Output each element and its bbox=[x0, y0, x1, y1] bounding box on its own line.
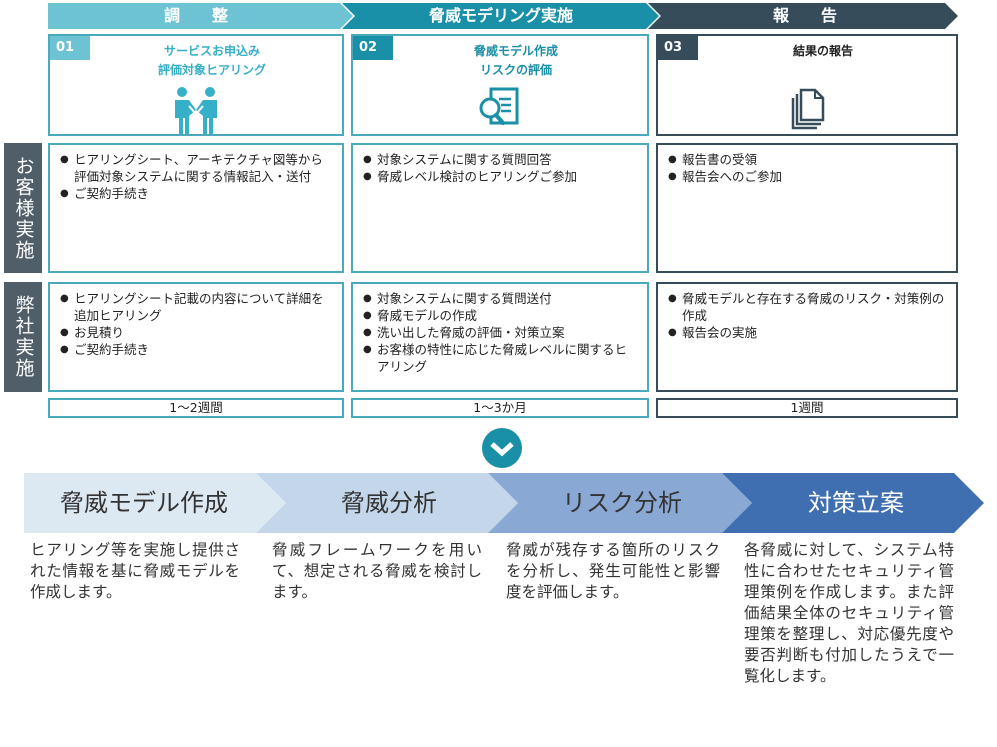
process-description-countermeasure: 各脅威に対して、システム特性に合わせたセキュリティ管理策例を作成します。また評価… bbox=[744, 541, 954, 685]
task-item: ご契約手続き bbox=[60, 185, 332, 202]
process-description-risk-analysis: 脅威が残存する箇所のリスクを分析し、発生可能性と影響度を評価します。 bbox=[506, 541, 720, 601]
customer-task-cell-01: ヒアリングシート、アーキテクチャ図等から評価対象システムに関する情報記入・送付 … bbox=[48, 143, 344, 273]
duration-02: 1～3か月 bbox=[351, 398, 649, 418]
process-chevron-risk-analysis bbox=[488, 473, 752, 533]
phase-banner-arrows bbox=[48, 3, 958, 29]
phase-arrow-adjustment bbox=[48, 3, 353, 29]
phase-arrow-threat-modeling bbox=[342, 3, 659, 29]
handshake-people-icon bbox=[168, 86, 224, 140]
task-item: 脅威モデルと存在する脅威のリスク・対策例の作成 bbox=[668, 290, 946, 324]
customer-task-cell-02: 対象システムに関する質問回答 脅威レベル検討のヒアリングご参加 bbox=[351, 143, 649, 273]
step-title-line: リスクの評価 bbox=[479, 63, 552, 77]
task-item: 対象システムに関する質問送付 bbox=[363, 290, 637, 307]
task-item: 報告書の受領 bbox=[668, 151, 946, 168]
company-task-cell-02: 対象システムに関する質問送付 脅威モデルの作成 洗い出した脅威の評価・対策立案 … bbox=[351, 282, 649, 392]
process-label-risk-analysis: リスク分析 bbox=[562, 489, 682, 517]
step-card-01: 01 サービスお申込み 評価対象ヒアリング bbox=[48, 34, 344, 136]
process-description-threat-model: ヒアリング等を実施し提供された情報を基に脅威モデルを作成します。 bbox=[30, 541, 240, 601]
process-chevron-threat-model bbox=[24, 473, 286, 533]
step-number: 03 bbox=[658, 36, 698, 60]
task-item: 報告会の実施 bbox=[668, 324, 946, 341]
step-title: 脅威モデル作成 リスクの評価 bbox=[393, 42, 639, 80]
process-label-threat-analysis: 脅威分析 bbox=[341, 489, 437, 517]
customer-task-cell-03: 報告書の受領 報告会へのご参加 bbox=[656, 143, 958, 273]
step-title: 結果の報告 bbox=[698, 42, 948, 61]
task-item: お見積り bbox=[60, 324, 332, 341]
company-task-cell-03: 脅威モデルと存在する脅威のリスク・対策例の作成 報告会の実施 bbox=[656, 282, 958, 392]
document-search-icon bbox=[475, 86, 525, 136]
step-title-line: 評価対象ヒアリング bbox=[157, 63, 266, 77]
process-label-threat-model: 脅威モデル作成 bbox=[60, 489, 228, 517]
process-chevron-countermeasure bbox=[722, 473, 984, 533]
company-task-cell-01: ヒアリングシート記載の内容について詳細を追加ヒアリング お見積り ご契約手続き bbox=[48, 282, 344, 392]
process-flow: 脅威モデル作成 脅威分析 リスク分析 対策立案 bbox=[24, 473, 984, 533]
chevron-down-circle-icon bbox=[481, 427, 523, 473]
task-item: 脅威モデルの作成 bbox=[363, 307, 637, 324]
task-item: ヒアリングシート、アーキテクチャ図等から評価対象システムに関する情報記入・送付 bbox=[60, 151, 332, 185]
task-item: 報告会へのご参加 bbox=[668, 168, 946, 185]
documents-stack-icon bbox=[785, 86, 829, 136]
step-card-03: 03 結果の報告 bbox=[656, 34, 958, 136]
phase-label-adjustment: 調 整 bbox=[163, 6, 228, 25]
task-item: お客様の特性に応じた脅威レベルに関するヒアリング bbox=[363, 341, 637, 375]
task-item: 対象システムに関する質問回答 bbox=[363, 151, 637, 168]
process-chevron-threat-analysis bbox=[256, 473, 518, 533]
task-item: 脅威レベル検討のヒアリングご参加 bbox=[363, 168, 637, 185]
row-label-customer: お客様実施 bbox=[4, 143, 42, 273]
step-number: 01 bbox=[50, 36, 90, 60]
duration-03: 1週間 bbox=[656, 398, 958, 418]
task-item: ご契約手続き bbox=[60, 341, 332, 358]
process-chevrons bbox=[24, 473, 984, 533]
phase-label-threat-modeling: 脅威モデリング実施 bbox=[428, 6, 573, 25]
step-title: サービスお申込み 評価対象ヒアリング bbox=[90, 42, 334, 80]
duration-01: 1～2週間 bbox=[48, 398, 344, 418]
process-description-threat-analysis: 脅威フレームワークを用いて、想定される脅威を検討します。 bbox=[272, 541, 482, 601]
row-label-company: 弊社実施 bbox=[4, 282, 42, 392]
row-label-text: お客様実施 bbox=[12, 155, 35, 261]
step-card-02: 02 脅威モデル作成 リスクの評価 bbox=[351, 34, 649, 136]
row-label-text: 弊社実施 bbox=[12, 295, 35, 379]
process-label-countermeasure: 対策立案 bbox=[808, 489, 904, 517]
phase-label-report: 報 告 bbox=[772, 6, 837, 25]
task-item: 洗い出した脅威の評価・対策立案 bbox=[363, 324, 637, 341]
task-item: ヒアリングシート記載の内容について詳細を追加ヒアリング bbox=[60, 290, 332, 324]
phase-banner: 調 整 脅威モデリング実施 報 告 bbox=[48, 3, 958, 29]
step-title-line: サービスお申込み bbox=[163, 44, 260, 58]
step-number: 02 bbox=[353, 36, 393, 60]
step-title-line: 結果の報告 bbox=[792, 44, 853, 58]
phase-arrow-report bbox=[648, 3, 958, 29]
step-title-line: 脅威モデル作成 bbox=[473, 44, 558, 58]
